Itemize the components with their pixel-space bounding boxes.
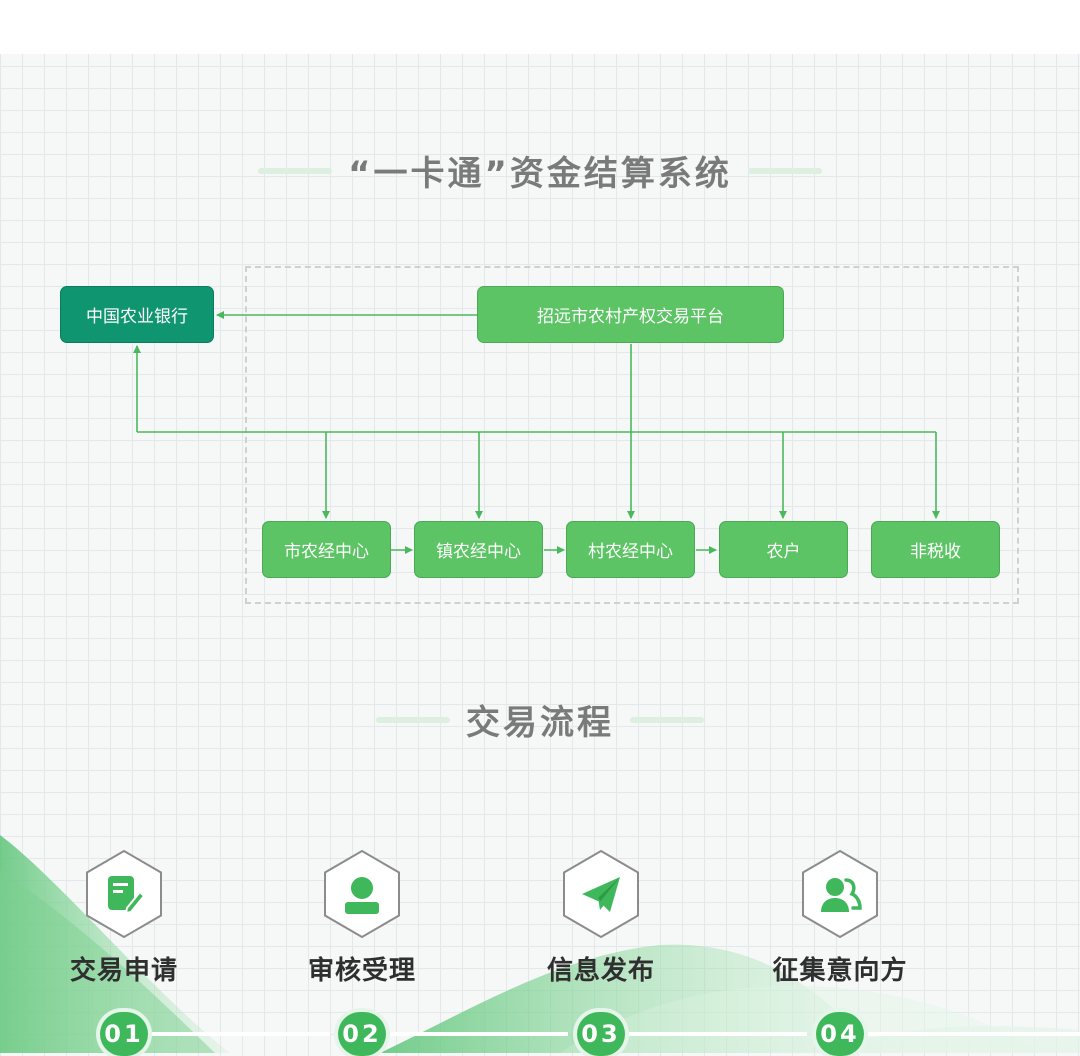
timeline-segment <box>627 1032 807 1036</box>
system-title: “一卡通”资金结算系统 <box>0 146 1080 195</box>
step-label: 征集意向方 <box>772 956 908 986</box>
step-number-1: 01 <box>100 1012 148 1056</box>
step-label: 信息发布 <box>546 956 655 986</box>
platform-dashed-frame <box>245 266 1019 604</box>
title-bar-left <box>376 716 450 723</box>
node-non-tax: 非税收 <box>871 521 1000 578</box>
process-title-text: 交易流程 <box>466 703 614 743</box>
bank-node: 中国农业银行 <box>60 286 214 343</box>
node-city-center: 市农经中心 <box>262 521 391 578</box>
step-label: 交易申请 <box>69 956 178 986</box>
users-icon <box>802 850 878 938</box>
timeline-segment <box>150 1032 330 1036</box>
step-number-2: 02 <box>338 1012 386 1056</box>
step-number-4: 04 <box>816 1012 864 1056</box>
step-label: 审核受理 <box>307 956 416 986</box>
node-town-center: 镇农经中心 <box>414 521 543 578</box>
step-number-3: 03 <box>577 1012 625 1056</box>
timeline-segment <box>866 1032 1080 1036</box>
timeline-segment <box>388 1032 568 1036</box>
system-title-text: “一卡通”资金结算系统 <box>348 154 732 194</box>
title-bar-right <box>630 716 704 723</box>
process-title: 交易流程 <box>0 695 1080 744</box>
title-bar-right <box>747 167 822 174</box>
document-edit-icon <box>86 850 162 938</box>
title-bar-left <box>258 167 333 174</box>
node-farmer: 农户 <box>719 521 848 578</box>
node-village-center: 村农经中心 <box>566 521 695 578</box>
paper-plane-icon <box>563 850 639 938</box>
platform-node: 招远市农村产权交易平台 <box>477 286 784 343</box>
user-icon <box>324 850 400 938</box>
top-strip <box>0 0 1080 54</box>
